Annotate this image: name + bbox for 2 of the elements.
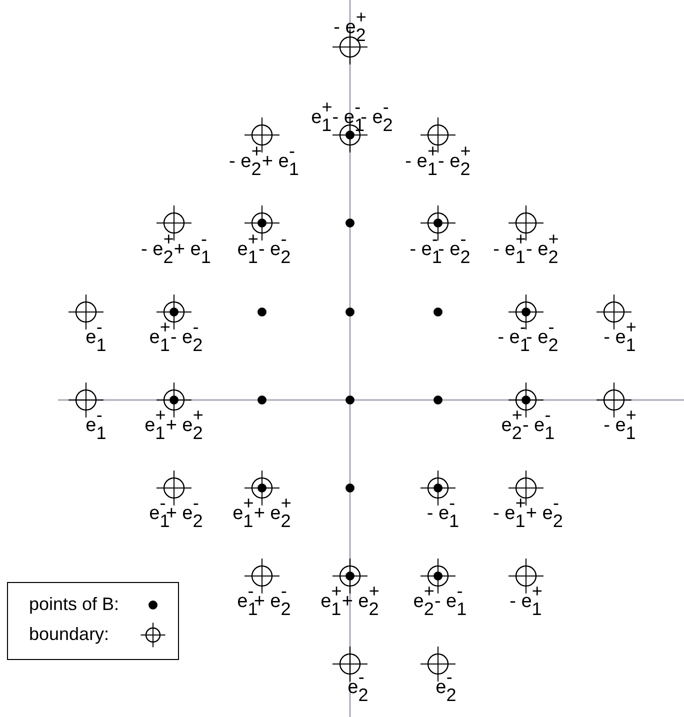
legend-label: points of B: xyxy=(29,594,120,615)
legend-label: boundary: xyxy=(29,624,110,645)
